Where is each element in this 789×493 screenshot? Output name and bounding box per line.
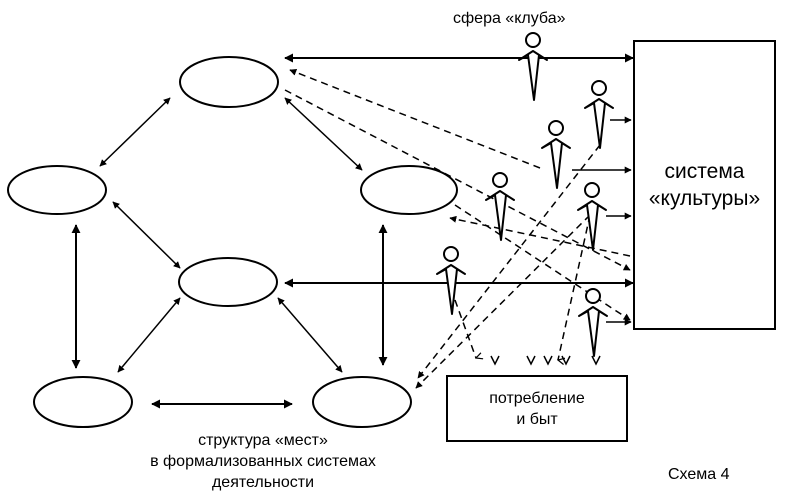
link-top-left: [99, 97, 171, 167]
consumption-label-line2: и быт: [516, 410, 558, 428]
place-node-top: [179, 56, 279, 108]
person-icon: [436, 246, 466, 315]
dashed-culture-to-top: [289, 69, 541, 169]
culture-system-box: система «культуры»: [633, 40, 776, 330]
person-to-culture-arrows: [552, 57, 633, 326]
link-center-bottomleft: [117, 297, 181, 373]
people-figures: [436, 32, 614, 357]
dashed-right-to-culture: [454, 204, 631, 321]
dashed-person-to-bottomright-2: [415, 214, 591, 389]
link-top-right: [284, 97, 363, 171]
person-icon: [578, 288, 608, 357]
dashed-center-to-consumption: [454, 299, 476, 358]
places-structure-line2: в формализованных системах: [150, 453, 376, 470]
link-center-bottomright: [277, 297, 343, 373]
scheme-caption: Схема 4: [668, 466, 730, 483]
culture-system-label-line1: система: [664, 160, 745, 183]
person-icon: [584, 80, 614, 149]
place-node-center: [178, 257, 278, 307]
dashed-culture-to-right: [449, 215, 631, 257]
places-structure-line3: деятельности: [211, 474, 315, 491]
dashed-links: [284, 69, 631, 389]
place-node-bottom-left: [33, 376, 133, 428]
club-sphere-label: сфера «клуба»: [453, 10, 566, 27]
dashed-person-to-bottomright-1: [417, 144, 601, 379]
places-structure-line1: структура «мест»: [198, 432, 328, 449]
consumption-label-line1: потребление: [489, 389, 585, 407]
dashed-person-to-consumption: [558, 214, 591, 360]
person-icon: [518, 32, 548, 101]
culture-system-label-line2: «культуры»: [648, 187, 761, 210]
place-node-left: [7, 165, 107, 215]
place-links: [71, 97, 388, 409]
place-node-right: [360, 165, 458, 215]
consumption-box: потребление и быт: [446, 375, 628, 442]
person-icon: [485, 172, 515, 241]
dashed-top-to-culture: [284, 89, 631, 271]
link-left-center: [112, 201, 181, 269]
places-structure-caption: структура «мест» в формализованных систе…: [120, 430, 406, 493]
place-node-bottom-right: [312, 376, 412, 428]
person-icon: [541, 120, 571, 189]
person-icon: [577, 182, 607, 251]
consumption-marks: [490, 355, 601, 366]
